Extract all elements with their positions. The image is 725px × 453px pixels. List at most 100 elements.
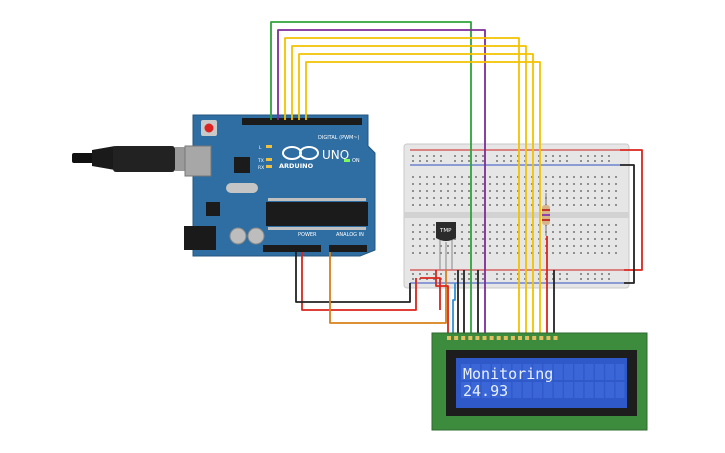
breadboard-hole bbox=[468, 190, 470, 192]
breadboard-hole bbox=[496, 160, 498, 162]
l-label: L bbox=[259, 145, 262, 151]
breadboard-hole bbox=[559, 204, 561, 206]
wire-yellow-4 bbox=[305, 61, 541, 337]
breadboard-hole bbox=[608, 252, 610, 254]
breadboard-hole bbox=[580, 155, 582, 157]
lcd-cell bbox=[512, 364, 522, 380]
breadboard-hole bbox=[517, 278, 519, 280]
breadboard-hole bbox=[461, 231, 463, 233]
breadboard-hole bbox=[489, 176, 491, 178]
breadboard-hole bbox=[482, 231, 484, 233]
breadboard-hole bbox=[510, 197, 512, 199]
lcd-cell bbox=[564, 364, 573, 380]
breadboard-hole bbox=[489, 183, 491, 185]
breadboard-hole bbox=[468, 252, 470, 254]
breadboard-hole bbox=[573, 238, 575, 240]
breadboard-hole bbox=[433, 238, 435, 240]
breadboard-hole bbox=[601, 183, 603, 185]
breadboard-hole bbox=[454, 160, 456, 162]
breadboard-hole bbox=[419, 273, 421, 275]
breadboard-hole bbox=[608, 176, 610, 178]
lcd-cell bbox=[491, 382, 501, 398]
breadboard-hole bbox=[552, 278, 554, 280]
lcd-pin bbox=[525, 336, 530, 340]
wire-red-sensor bbox=[420, 277, 441, 310]
breadboard-hole bbox=[482, 183, 484, 185]
breadboard-hole bbox=[566, 252, 568, 254]
breadboard-hole bbox=[524, 231, 526, 233]
breadboard-hole bbox=[552, 155, 554, 157]
breadboard-hole bbox=[587, 273, 589, 275]
lcd-line-2: 24.93 bbox=[463, 382, 508, 400]
lcd-cell bbox=[574, 364, 584, 380]
breadboard-hole bbox=[447, 252, 449, 254]
breadboard-hole bbox=[461, 278, 463, 280]
breadboard-hole bbox=[545, 238, 547, 240]
wire-yellow-2 bbox=[291, 45, 527, 337]
lcd-cell bbox=[615, 382, 625, 398]
breadboard-hole bbox=[482, 176, 484, 178]
breadboard-hole bbox=[503, 238, 505, 240]
on-led bbox=[344, 159, 350, 162]
breadboard-hole bbox=[440, 183, 442, 185]
lcd-pin-header bbox=[447, 336, 558, 340]
breadboard-hole bbox=[552, 238, 554, 240]
breadboard-hole bbox=[608, 204, 610, 206]
breadboard-hole bbox=[503, 190, 505, 192]
breadboard-hole bbox=[461, 238, 463, 240]
breadboard-hole bbox=[468, 245, 470, 247]
lcd-cell bbox=[533, 364, 543, 380]
breadboard-hole bbox=[594, 160, 596, 162]
breadboard-hole bbox=[510, 183, 512, 185]
breadboard-hole bbox=[580, 231, 582, 233]
breadboard-hole bbox=[594, 197, 596, 199]
resistor bbox=[542, 193, 550, 236]
wire-purple bbox=[277, 29, 486, 337]
breadboard-hole bbox=[496, 278, 498, 280]
breadboard-hole bbox=[566, 238, 568, 240]
breadboard-hole bbox=[601, 204, 603, 206]
breadboard-hole bbox=[552, 224, 554, 226]
breadboard-hole bbox=[426, 231, 428, 233]
breadboard-hole bbox=[419, 190, 421, 192]
breadboard-hole bbox=[559, 273, 561, 275]
lcd-pin bbox=[454, 336, 459, 340]
wire-red-rail bbox=[620, 149, 643, 271]
wire-yellow-1 bbox=[284, 37, 520, 337]
arduino-model-label: UNO bbox=[322, 148, 349, 162]
breadboard-hole bbox=[580, 273, 582, 275]
l-led bbox=[266, 145, 272, 148]
breadboard-hole bbox=[447, 183, 449, 185]
breadboard-hole bbox=[503, 183, 505, 185]
lcd-cell bbox=[594, 382, 604, 398]
breadboard-hole bbox=[566, 231, 568, 233]
breadboard-hole bbox=[482, 245, 484, 247]
breadboard-hole bbox=[587, 190, 589, 192]
breadboard-hole bbox=[454, 238, 456, 240]
breadboard-hole bbox=[552, 273, 554, 275]
lcd-cell bbox=[471, 382, 481, 398]
breadboard-hole bbox=[489, 204, 491, 206]
breadboard-hole bbox=[538, 231, 540, 233]
breadboard-hole bbox=[419, 278, 421, 280]
lcd-cell bbox=[512, 382, 522, 398]
lcd-cell bbox=[594, 364, 604, 380]
breadboard-hole bbox=[559, 245, 561, 247]
breadboard-hole bbox=[601, 197, 603, 199]
lcd-pin bbox=[496, 336, 501, 340]
lcd-line-1: Monitoring bbox=[463, 365, 553, 383]
breadboard-hole bbox=[517, 155, 519, 157]
breadboard-hole bbox=[510, 278, 512, 280]
sensor-label: TMP bbox=[439, 228, 452, 234]
breadboard-hole bbox=[468, 183, 470, 185]
breadboard-hole bbox=[559, 238, 561, 240]
breadboard-hole bbox=[517, 176, 519, 178]
breadboard-hole bbox=[426, 278, 428, 280]
breadboard-hole bbox=[608, 155, 610, 157]
breadboard-hole bbox=[489, 245, 491, 247]
breadboard-hole bbox=[510, 238, 512, 240]
breadboard-hole bbox=[475, 273, 477, 275]
breadboard-hole bbox=[433, 273, 435, 275]
breadboard-hole bbox=[587, 231, 589, 233]
lcd-pin bbox=[510, 336, 515, 340]
